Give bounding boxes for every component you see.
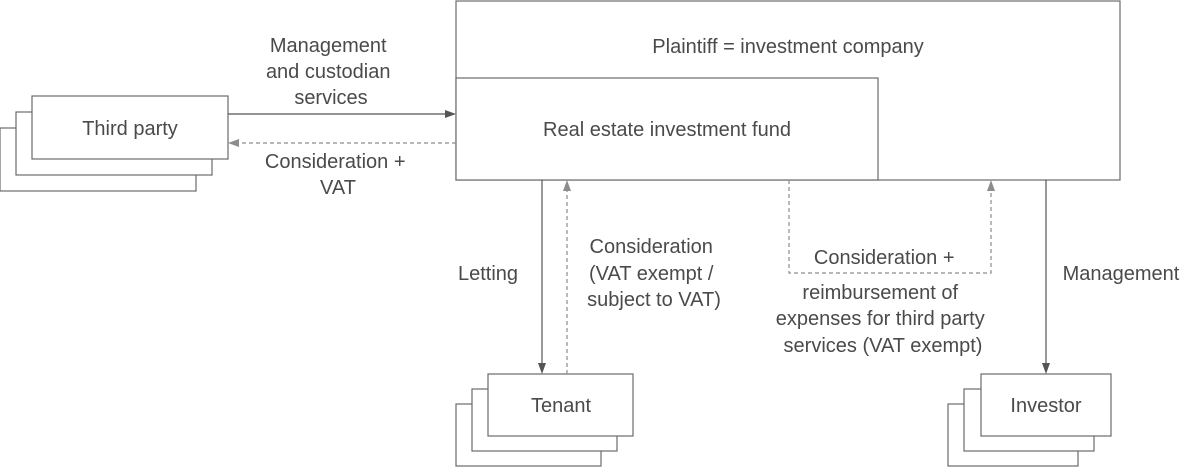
arrow-tenant-consideration — [563, 180, 571, 374]
third-party-label: Third party — [82, 118, 178, 140]
arrow-consideration-vat — [228, 139, 456, 147]
third-party-stack — [0, 95, 229, 192]
investor-stack — [947, 373, 1112, 467]
arrow-investor-consideration — [788, 180, 995, 274]
plaintiff-label: Plaintiff = investment company — [652, 36, 923, 58]
fund-box — [455, 77, 879, 181]
tenant-stack — [455, 373, 634, 467]
label-tenant-consideration: Consideration (VAT exempt / subject to V… — [587, 236, 721, 311]
fund-label: Real estate investment fund — [543, 119, 791, 141]
label-letting: Letting — [458, 263, 518, 285]
label-management-services: Management and custodian services — [266, 35, 396, 109]
arrow-management — [1042, 180, 1050, 374]
investor-label: Investor — [1010, 395, 1081, 417]
arrow-management-services — [228, 110, 456, 118]
label-management: Management — [1063, 263, 1180, 285]
label-consideration-vat: Consideration + VAT — [265, 151, 411, 199]
label-investor-consideration: Consideration + reimbursement of expense… — [776, 247, 991, 357]
tenant-label: Tenant — [531, 395, 591, 417]
arrow-letting — [538, 180, 546, 374]
